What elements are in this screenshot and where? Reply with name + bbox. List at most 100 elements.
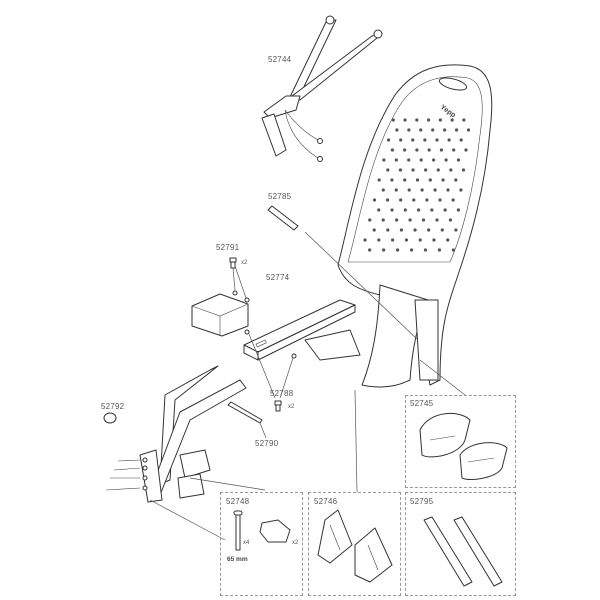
seat-hole (412, 198, 416, 202)
seat-hole (407, 128, 411, 132)
seat-hole (404, 238, 409, 242)
seat-hole (443, 128, 447, 132)
seat-hole (381, 218, 385, 222)
seat-holes (363, 118, 471, 252)
part-number-pin: 52785 (268, 192, 292, 201)
seat-hole (438, 198, 442, 202)
part-number-harness: 52744 (268, 55, 292, 64)
qty-brackets: x2 (292, 540, 299, 546)
part-number-side-covers: 52746 (314, 497, 338, 506)
seat-hole (435, 138, 439, 142)
seat-hole (418, 238, 422, 242)
screw-part (229, 257, 297, 412)
seat-hole (382, 158, 386, 162)
seat-hole (407, 188, 411, 192)
seat-hole (433, 188, 437, 192)
seat-hole (415, 148, 419, 152)
seat-hole (461, 168, 466, 172)
seat-hole (446, 238, 450, 242)
seat-hole (456, 208, 461, 212)
seat-hole (372, 228, 376, 232)
seat-hole (454, 128, 459, 132)
seat-hole (424, 168, 428, 172)
qty-screw-top: x2 (241, 260, 248, 266)
seat-hole (441, 178, 445, 182)
part-number-foot-rests: 52745 (410, 399, 434, 408)
seat-hole (438, 118, 442, 122)
seat-hole (454, 178, 458, 182)
seat-hole (399, 228, 404, 232)
seat-hole (464, 148, 468, 152)
seat-hole (428, 178, 432, 182)
seat-hole (430, 208, 434, 212)
seat-hole (409, 248, 414, 252)
seat-hole (432, 238, 436, 242)
seat-hole (439, 148, 444, 152)
seat-hole (419, 128, 423, 132)
seat-hole (390, 208, 394, 212)
seat-hole (427, 228, 431, 232)
seat-hole (415, 118, 419, 122)
seat-hole (452, 148, 456, 152)
seat-hole (436, 168, 440, 172)
seat-hole (403, 208, 407, 212)
seat-hole (403, 178, 407, 182)
seat-hole (427, 148, 431, 152)
seat-hole (395, 248, 400, 252)
bolt-set-part (233, 510, 291, 551)
harness-part (261, 15, 383, 162)
seat-hole (386, 168, 390, 172)
seat-hole (368, 218, 372, 222)
seat-hole (413, 228, 417, 232)
adapter-plate-part (243, 299, 361, 361)
seat-hole (391, 238, 395, 242)
seat-hole (411, 168, 415, 172)
bolt-length: 65 mm (227, 556, 248, 563)
part-number-bolt: 52790 (255, 439, 279, 448)
seat-hole (435, 218, 439, 222)
seat-hole (459, 188, 463, 192)
seat-hole (377, 238, 381, 242)
seat-hole (437, 248, 442, 252)
seat-hole (425, 198, 429, 202)
part-number-screw-top: 52791 (216, 243, 240, 252)
seat-hole (423, 248, 428, 252)
seat-hole (363, 238, 367, 242)
straps-part (423, 516, 503, 587)
seat-hole (377, 178, 381, 182)
seat-hole (403, 118, 407, 122)
seat-hole (448, 218, 453, 222)
seat-hole (386, 228, 390, 232)
seat-hole (395, 128, 399, 132)
bolt-set-box (220, 492, 303, 596)
part-number-straps: 52795 (410, 497, 434, 506)
seat-hole (466, 128, 471, 132)
part-number-adapter-plate: 52774 (266, 273, 290, 282)
seat-hole (421, 218, 426, 222)
seat-shell (337, 64, 493, 388)
seat-hole (377, 208, 381, 212)
seat-hole (394, 158, 398, 162)
knob-part (103, 412, 117, 424)
seat-hole (398, 168, 403, 172)
seat-hole (450, 118, 454, 122)
qty-bolts: x4 (243, 540, 250, 546)
qty-screw-bottom: x2 (288, 404, 295, 410)
seat-hole (391, 118, 395, 122)
part-number-knob: 52792 (101, 402, 125, 411)
seat-hole (444, 158, 448, 162)
clamp-box-part (191, 293, 249, 337)
seat-hole (390, 178, 394, 182)
seat-hole (451, 198, 455, 202)
seat-hole (420, 188, 424, 192)
seat-hole (447, 138, 451, 142)
seat-hole (415, 178, 420, 182)
seat-hole (372, 198, 377, 202)
seat-hole (395, 218, 399, 222)
seat-hole (386, 138, 391, 142)
seat-hole (381, 188, 385, 192)
seat-hole (440, 228, 444, 232)
seat-hole (459, 138, 463, 142)
seat-hole (407, 158, 411, 162)
